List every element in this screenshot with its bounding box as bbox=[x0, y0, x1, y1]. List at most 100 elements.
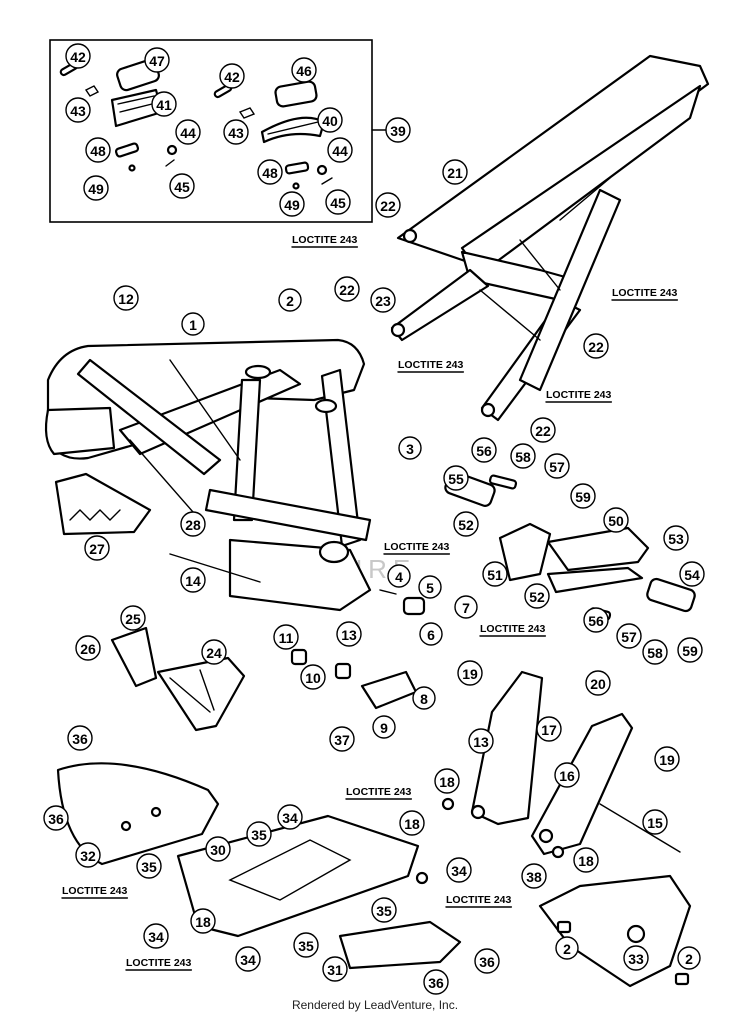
callout-number: 35 bbox=[298, 938, 314, 954]
part-callout: 35 bbox=[136, 853, 162, 879]
part-callout: 34 bbox=[143, 923, 169, 949]
callout-number: 22 bbox=[339, 282, 355, 298]
callout-circle bbox=[434, 768, 460, 794]
callout-circle bbox=[113, 285, 139, 311]
callout-circle bbox=[583, 333, 609, 359]
callout-number: 5 bbox=[426, 580, 434, 596]
part-callout: 57 bbox=[544, 453, 570, 479]
part-callout: 20 bbox=[585, 670, 611, 696]
part-callout: 48 bbox=[85, 137, 111, 163]
part-callout: 28 bbox=[180, 511, 206, 537]
engine-hangers bbox=[415, 670, 681, 885]
callout-circle bbox=[175, 119, 201, 145]
loctite-note-text: LOCTITE 243 bbox=[292, 234, 358, 246]
callout-number: 10 bbox=[305, 670, 321, 686]
callout-number: 34 bbox=[240, 952, 256, 968]
part-callout: 25 bbox=[120, 605, 146, 631]
callout-circle bbox=[43, 805, 69, 831]
callout-number: 13 bbox=[341, 627, 357, 643]
callout-circle bbox=[642, 809, 668, 835]
part-callout: 36 bbox=[43, 805, 69, 831]
part-callout: 35 bbox=[246, 821, 272, 847]
part-callout: 51 bbox=[482, 561, 508, 587]
part-callout: 2 bbox=[278, 288, 302, 312]
callout-circle bbox=[474, 948, 500, 974]
callout-number: 34 bbox=[148, 929, 164, 945]
part-callout: 31 bbox=[322, 956, 348, 982]
callout-circle bbox=[190, 908, 216, 934]
callout-circle bbox=[273, 624, 299, 650]
callout-circle bbox=[375, 192, 401, 218]
callout-number: 27 bbox=[89, 541, 105, 557]
callout-circle bbox=[75, 635, 101, 661]
part-callout: 13 bbox=[336, 621, 362, 647]
callout-circle bbox=[521, 863, 547, 889]
callout-number: 35 bbox=[251, 827, 267, 843]
part-callout: 39 bbox=[385, 117, 411, 143]
part-callout: 32 bbox=[75, 842, 101, 868]
callout-circle bbox=[67, 725, 93, 751]
part-callout: 18 bbox=[399, 810, 425, 836]
part-callout: 19 bbox=[654, 746, 680, 772]
callout-circle bbox=[219, 63, 245, 89]
callout-circle bbox=[75, 842, 101, 868]
callout-circle bbox=[387, 564, 411, 588]
part-callout: 58 bbox=[642, 639, 668, 665]
callout-number: 7 bbox=[462, 600, 470, 616]
callout-circle bbox=[412, 686, 436, 710]
part-callout: 14 bbox=[180, 567, 206, 593]
part-callout: 56 bbox=[583, 607, 609, 633]
callout-circle bbox=[329, 726, 355, 752]
callout-number: 42 bbox=[70, 49, 86, 65]
part-callout: 42 bbox=[219, 63, 245, 89]
footer-credit: Rendered by LeadVenture, Inc. bbox=[291, 998, 459, 1012]
callout-circle bbox=[623, 945, 649, 971]
callout-circle bbox=[257, 159, 283, 185]
callout-circle bbox=[642, 639, 668, 665]
callout-number: 16 bbox=[559, 768, 575, 784]
loctite-note: LOCTITE 243 bbox=[479, 623, 547, 637]
part-callout: 18 bbox=[573, 847, 599, 873]
part-callout: 12 bbox=[113, 285, 139, 311]
loctite-note: LOCTITE 243 bbox=[445, 894, 513, 908]
callout-circle bbox=[327, 137, 353, 163]
callout-number: 21 bbox=[447, 165, 463, 181]
callout-circle bbox=[603, 507, 629, 533]
callout-circle bbox=[457, 660, 483, 686]
callout-circle bbox=[85, 137, 111, 163]
callout-number: 31 bbox=[327, 962, 343, 978]
callout-circle bbox=[398, 436, 422, 460]
part-callout: 26 bbox=[75, 635, 101, 661]
callout-number: 8 bbox=[420, 691, 428, 707]
callout-number: 24 bbox=[206, 645, 222, 661]
callout-number: 44 bbox=[180, 125, 196, 141]
callout-number: 37 bbox=[334, 732, 350, 748]
part-callout: 48 bbox=[257, 159, 283, 185]
callout-number: 33 bbox=[628, 951, 644, 967]
loctite-note: LOCTITE 243 bbox=[345, 786, 413, 800]
callout-circle bbox=[300, 664, 326, 690]
callout-circle bbox=[454, 595, 478, 619]
callout-circle bbox=[151, 91, 177, 117]
callout-circle bbox=[585, 670, 611, 696]
callout-number: 50 bbox=[608, 513, 624, 529]
callout-number: 56 bbox=[476, 443, 492, 459]
loctite-note-text: LOCTITE 243 bbox=[384, 541, 450, 553]
part-callout: 46 bbox=[291, 57, 317, 83]
callout-number: 22 bbox=[535, 423, 551, 439]
callout-number: 45 bbox=[174, 179, 190, 195]
callout-circle bbox=[317, 107, 343, 133]
part-callout: 36 bbox=[423, 969, 449, 995]
part-callout: 3 bbox=[398, 436, 422, 460]
callout-number: 34 bbox=[282, 810, 298, 826]
part-callout: 34 bbox=[277, 804, 303, 830]
callout-circle bbox=[583, 607, 609, 633]
callout-number: 47 bbox=[149, 53, 165, 69]
loctite-note-text: LOCTITE 243 bbox=[612, 287, 678, 299]
callout-circle bbox=[235, 946, 261, 972]
callout-number: 48 bbox=[90, 143, 106, 159]
callout-circle bbox=[372, 715, 396, 739]
callout-circle bbox=[136, 853, 162, 879]
